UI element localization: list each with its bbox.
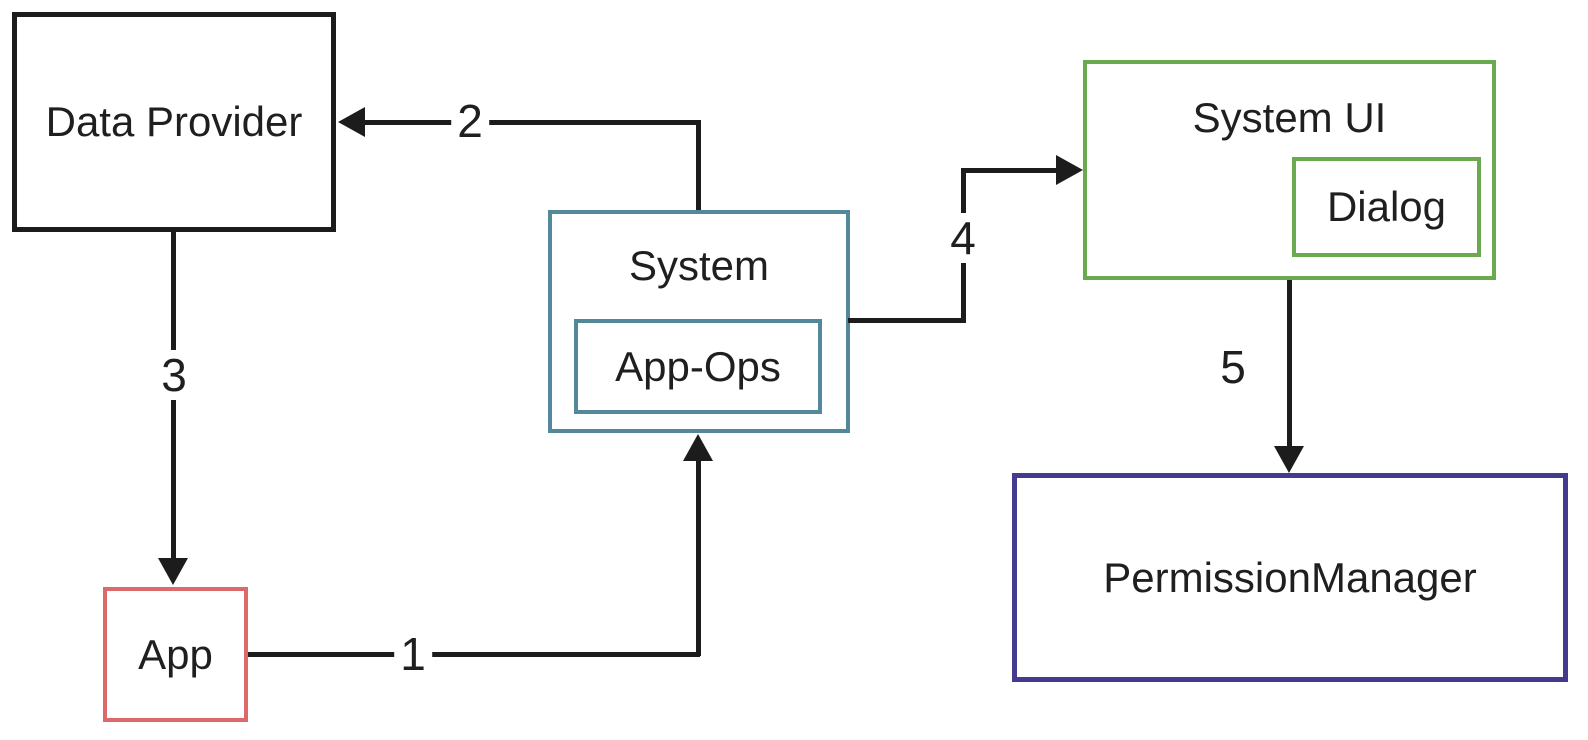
node-permission-manager: PermissionManager (1012, 473, 1568, 682)
edge-4-label: 4 (944, 213, 982, 263)
node-data-provider-label: Data Provider (45, 98, 303, 145)
edge-2-line-vertical (696, 120, 701, 210)
node-permission-manager-label: PermissionManager (1103, 553, 1477, 601)
edge-1-line-horizontal (248, 652, 700, 657)
edge-4-arrowhead-right-icon (1056, 155, 1083, 185)
edge-2-line-horizontal (358, 120, 701, 125)
node-system-ui-label: System UI (1192, 94, 1387, 141)
edge-1-line-vertical (696, 456, 701, 656)
edge-4-line-horizontal-upper (961, 168, 1059, 173)
edge-5-line-vertical (1287, 280, 1292, 447)
node-app-ops-label: App-Ops (615, 342, 781, 390)
node-app-ops: App-Ops (574, 319, 822, 414)
node-app: App (103, 587, 248, 722)
node-system: System App-Ops (548, 210, 850, 433)
node-dialog: Dialog (1292, 157, 1481, 257)
edge-5-arrowhead-down-icon (1274, 446, 1304, 473)
edge-4-line-horizontal-lower (848, 318, 966, 323)
node-system-label: System (628, 242, 770, 289)
edge-2-arrowhead-left-icon (338, 107, 365, 137)
edge-1-label: 1 (394, 629, 432, 679)
node-system-ui: System UI Dialog (1083, 60, 1496, 280)
edge-2-label: 2 (451, 96, 489, 146)
edge-5-label: 5 (1214, 342, 1252, 392)
edge-1-arrowhead-up-icon (683, 434, 713, 461)
node-data-provider: Data Provider (12, 12, 336, 232)
edge-3-label: 3 (155, 350, 193, 400)
node-dialog-label: Dialog (1326, 183, 1447, 230)
node-app-label: App (138, 630, 213, 678)
edge-3-arrowhead-down-icon (158, 558, 188, 585)
